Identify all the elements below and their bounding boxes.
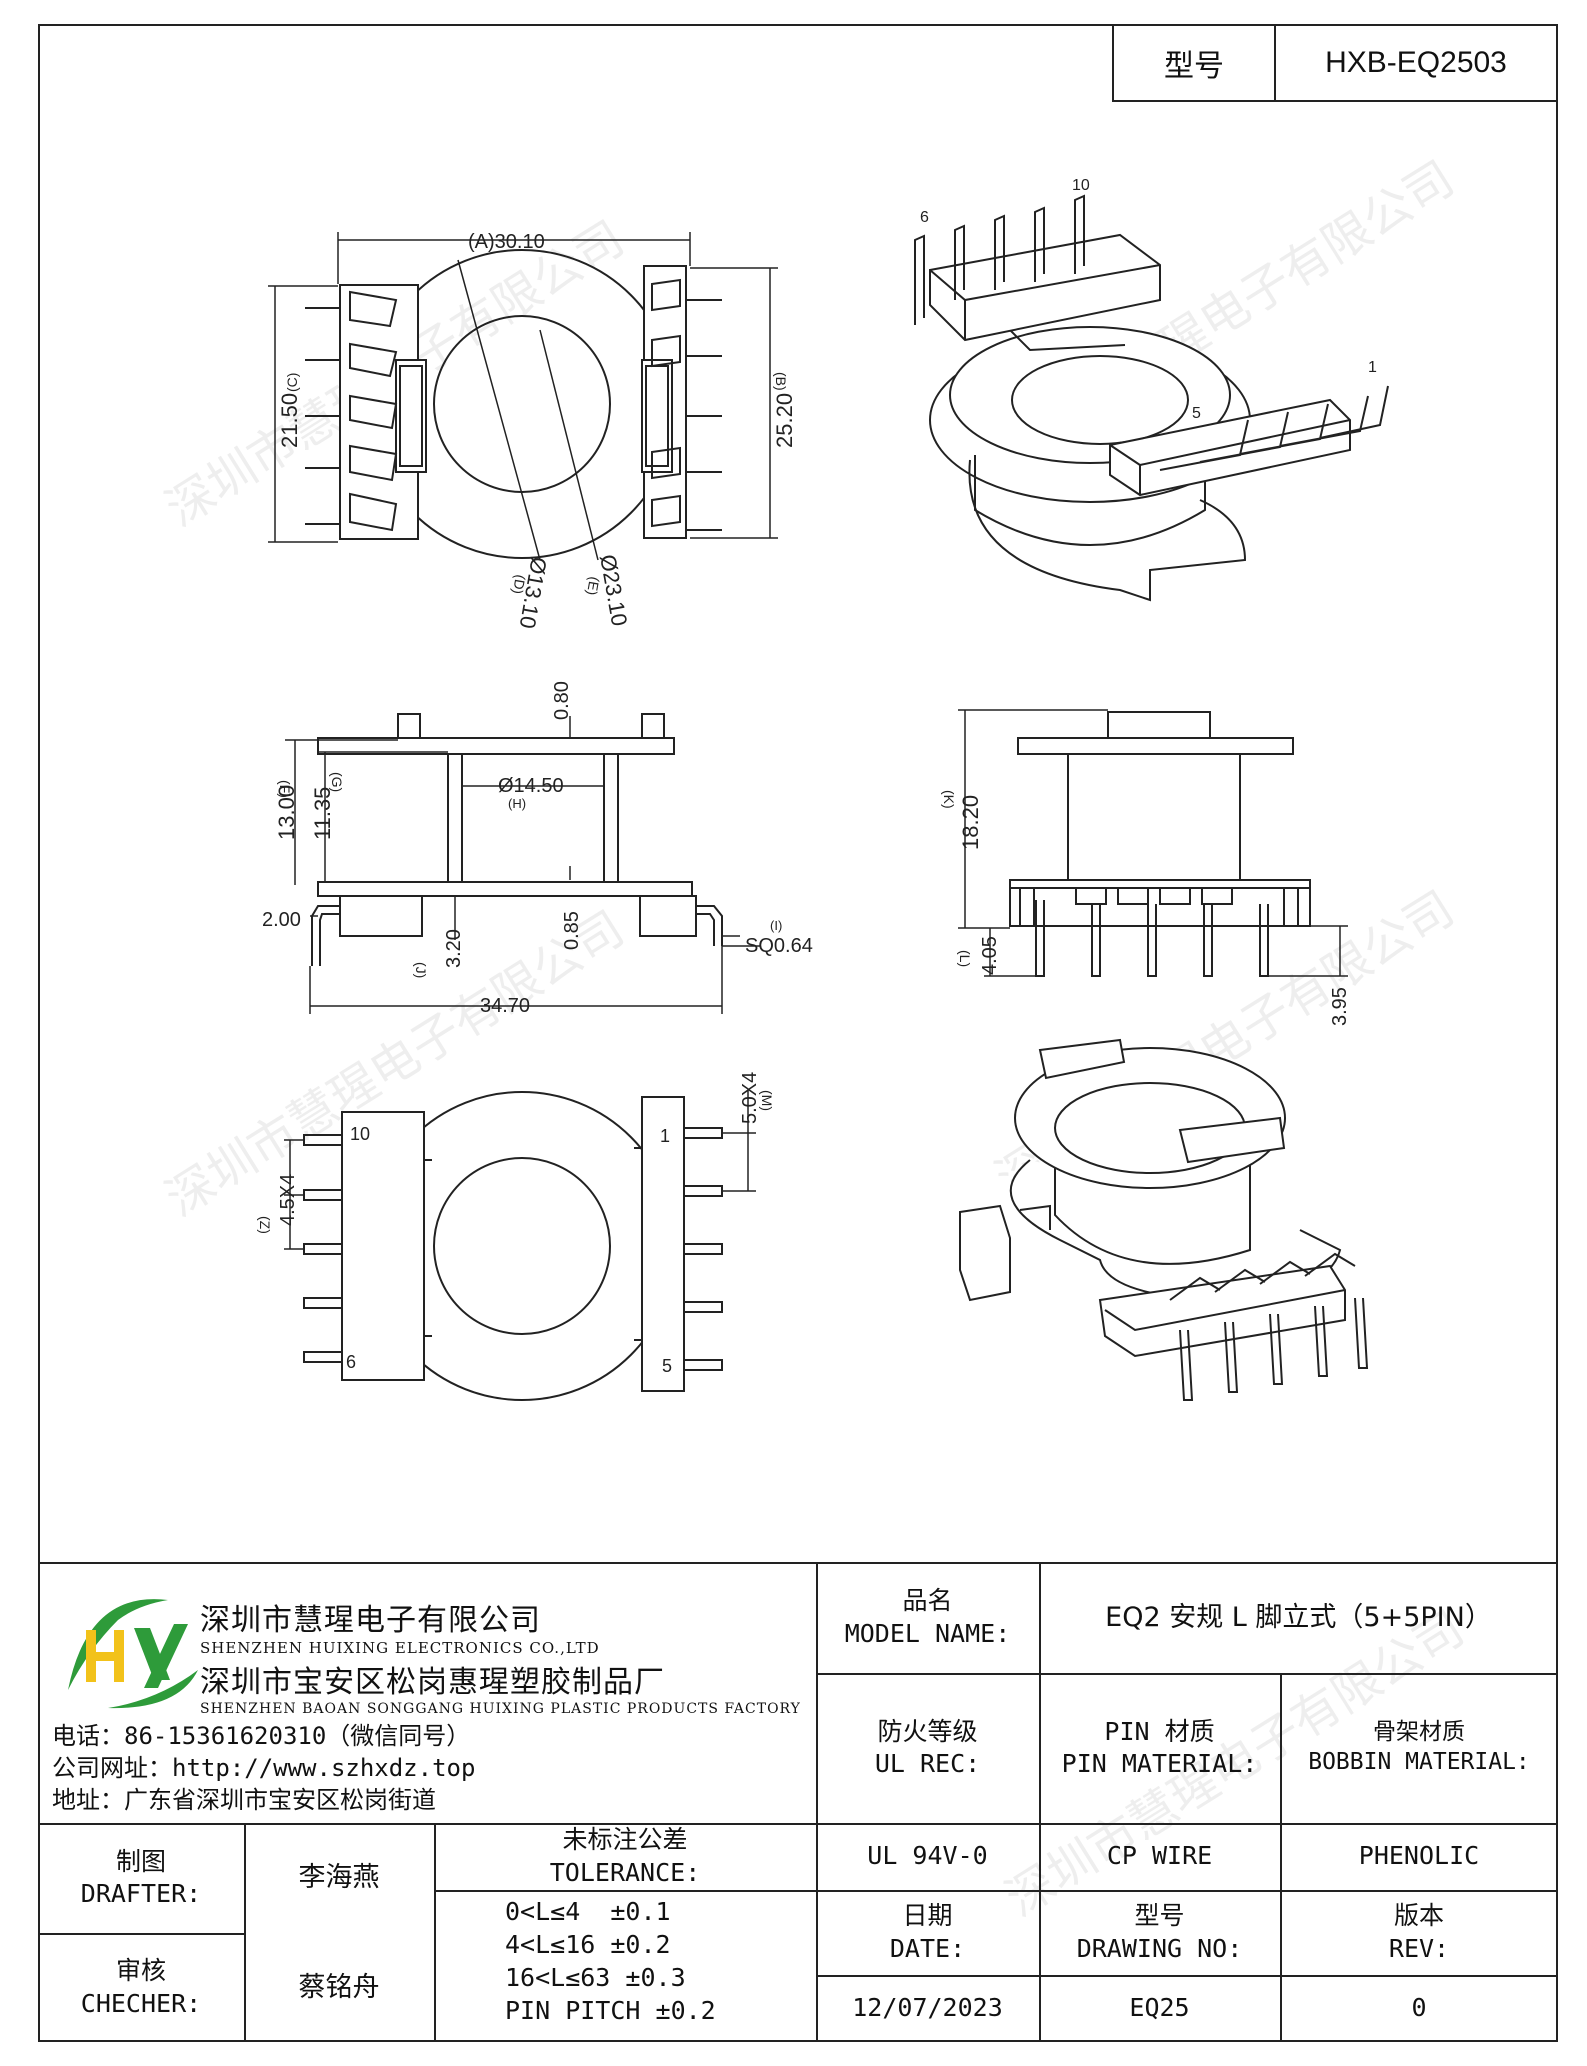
- dim-h: Ø14.50: [498, 775, 564, 797]
- website[interactable]: 公司网址：http://www.szhxdz.top: [52, 1754, 476, 1782]
- ul-value: UL 94V-0: [867, 1841, 988, 1871]
- tolerance-list: 0<L≤4 ±0.1 4<L≤16 ±0.2 16<L≤63 ±0.3 PIN …: [505, 1895, 716, 2027]
- dim-h-tag: (H): [508, 796, 526, 811]
- pin-label-5: 5: [1192, 405, 1201, 422]
- dim-c: 21.50: [277, 393, 302, 448]
- tolerance-line: 4<L≤16 ±0.2: [505, 1930, 671, 1959]
- model-name-value: EQ2 安规 L 脚立式（5+5PIN）: [1105, 1601, 1492, 1633]
- bobbin-material-value: PHENOLIC: [1358, 1841, 1480, 1871]
- tolerance-line: 0<L≤4 ±0.1: [505, 1897, 671, 1926]
- drafter-name: 李海燕: [298, 1862, 380, 1894]
- model-box: 型号 HXB-EQ2503: [1112, 24, 1558, 102]
- dim-l-tag: (L): [957, 950, 973, 967]
- drawing-no-value: EQ25: [1129, 1993, 1190, 2023]
- dim-i: SQ0.64: [745, 935, 813, 957]
- dim-395: 3.95: [1329, 987, 1351, 1026]
- pin-label-6: 6: [920, 209, 929, 226]
- pin-label-10: 10: [350, 1124, 370, 1144]
- dim-200: 2.00: [262, 909, 301, 931]
- drawing-frame: [38, 24, 1558, 2042]
- dim-top: 0.80: [551, 681, 573, 720]
- dim-k: 18.20: [958, 795, 983, 850]
- bottom-view: 10 6 1 5 4.5X4 (Z) 5.0X4 (M): [257, 1072, 775, 1401]
- side-view: 0.80 13.00 (F) 11.35 (G) Ø14.50 (H) 0.85…: [262, 681, 813, 1017]
- dim-c-tag: (C): [284, 373, 300, 392]
- model-value: HXB-EQ2503: [1325, 46, 1507, 79]
- contact-info: 电话：86-15361620310（微信同号） 公司网址：http://www.…: [52, 1720, 475, 1816]
- dim-j: 3.20: [443, 929, 465, 968]
- pins-right: [686, 299, 722, 531]
- dim-f: 13.00: [274, 785, 299, 840]
- dim-k-tag: (K): [941, 790, 957, 809]
- pin-label-1: 1: [1368, 359, 1377, 376]
- dim-m-tag: (M): [759, 1090, 775, 1111]
- company-logo: [68, 1599, 198, 1709]
- technical-drawing: (A)30.10 21.50 (C) 25.20 (B) Ø13.10 (D) …: [257, 177, 1389, 1401]
- address: 地址：广东省深圳市宝安区松岗街道: [52, 1786, 436, 1814]
- tolerance-line: PIN PITCH ±0.2: [505, 1996, 716, 2025]
- dim-i-tag: (I): [770, 918, 782, 933]
- checker-name: 蔡铭舟: [298, 1971, 380, 2003]
- dim-m: 5.0X4: [739, 1072, 761, 1124]
- iso-view-bottom: [959, 1038, 1369, 1401]
- dim-g: 11.35: [310, 787, 335, 840]
- dim-l: 4.05: [979, 936, 1001, 975]
- pin-label-5: 5: [662, 1356, 672, 1376]
- dim-bot: 0.85: [561, 911, 583, 950]
- tolerance-line: 16<L≤63 ±0.3: [505, 1963, 686, 1992]
- dim-f-tag: (F): [277, 780, 293, 798]
- top-view: (A)30.10 21.50 (C) 25.20 (B) Ø13.10 (D) …: [268, 231, 797, 631]
- pin-label-1: 1: [660, 1126, 670, 1146]
- front-view: 18.20 (K) 4.05 (L) 3.95: [941, 709, 1351, 1026]
- rev-value: 0: [1411, 1993, 1427, 2023]
- front-pins: [1035, 900, 1269, 977]
- dim-e-tag: (E): [584, 575, 603, 596]
- date-value: 12/07/2023: [852, 1993, 1003, 2023]
- model-label: 型号: [1114, 26, 1276, 100]
- pin-label-10: 10: [1072, 177, 1090, 194]
- dim-g-tag: (G): [329, 772, 345, 792]
- company-info: 深圳市慧瑆电子有限公司 SHENZHEN HUIXING ELECTRONICS…: [200, 1595, 801, 1717]
- dim-d-tag: (D): [510, 573, 529, 595]
- factory-name-en: SHENZHEN BAOAN SONGGANG HUIXING PLASTIC …: [200, 1701, 801, 1717]
- dim-a: (A)30.10: [468, 231, 545, 253]
- iso-view-top: 6 10 1 5: [914, 177, 1389, 602]
- title-block: [38, 1562, 1558, 2044]
- factory-name-cn: 深圳市宝安区松岗惠瑆塑胶制品厂: [200, 1665, 665, 1700]
- dim-pitch-tag: (Z): [257, 1216, 273, 1234]
- company-name-cn: 深圳市慧瑆电子有限公司: [200, 1603, 541, 1638]
- dim-pitch: 4.5X4: [277, 1174, 299, 1226]
- iso-bottom-pins: [1169, 1252, 1369, 1401]
- dim-b-tag: (B): [773, 372, 789, 391]
- company-name-en: SHENZHEN HUIXING ELECTRONICS CO.,LTD: [200, 1639, 600, 1657]
- dim-j-tag: (J): [413, 962, 429, 978]
- iso-top-pins: [914, 194, 1389, 471]
- pin-material-value: CP WIRE: [1106, 1841, 1213, 1871]
- phone: 电话：86-15361620310（微信同号）: [52, 1722, 471, 1750]
- pin-label-6: 6: [346, 1352, 356, 1372]
- dim-b: 25.20: [772, 393, 797, 448]
- bore-circle: [433, 315, 611, 493]
- pins-left: [305, 307, 340, 525]
- dim-width: 34.70: [480, 995, 530, 1017]
- front-pin-blocks: [1019, 887, 1299, 927]
